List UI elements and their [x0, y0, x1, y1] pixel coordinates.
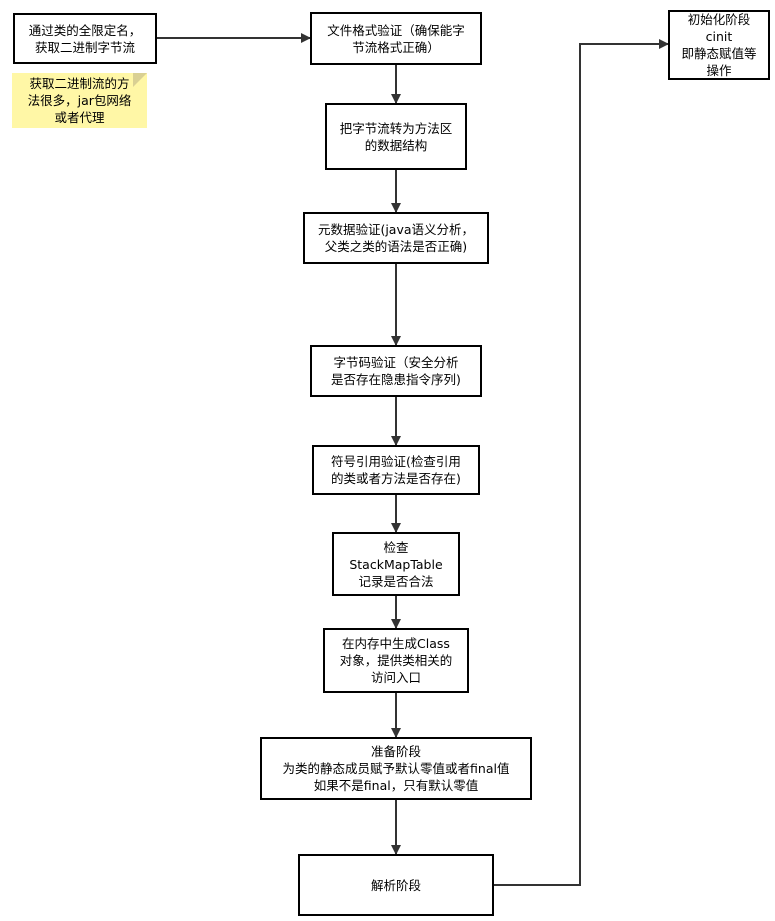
node-prepare: 准备阶段 为类的静态成员赋予默认零值或者final值 如果不是final，只有默… [260, 737, 532, 800]
node-bytecode-verify: 字节码验证（安全分析 是否存在隐患指令序列) [310, 345, 482, 397]
edge-resolve-to-init [494, 39, 669, 886]
node-resolve: 解析阶段 [298, 854, 494, 916]
node-method-area: 把字节流转为方法区 的数据结构 [325, 103, 467, 170]
node-symbol-verify: 符号引用验证(检查引用 的类或者方法是否存在) [312, 445, 480, 495]
note-sticky: 获取二进制流的方 法很多，jar包网络 或者代理 [12, 73, 147, 128]
node-format-verify: 文件格式验证（确保能字 节流格式正确） [310, 12, 482, 65]
node-stackmap-check: 检查 StackMapTable 记录是否合法 [332, 532, 460, 596]
node-class-object: 在内存中生成Class 对象，提供类相关的 访问入口 [323, 628, 469, 693]
node-source: 通过类的全限定名， 获取二进制字节流 [13, 13, 157, 64]
note-fold-corner [133, 73, 147, 87]
node-init: 初始化阶段 cinit 即静态赋值等 操作 [668, 10, 770, 80]
node-metadata-verify: 元数据验证(java语义分析， 父类之类的语法是否正确) [303, 212, 489, 264]
